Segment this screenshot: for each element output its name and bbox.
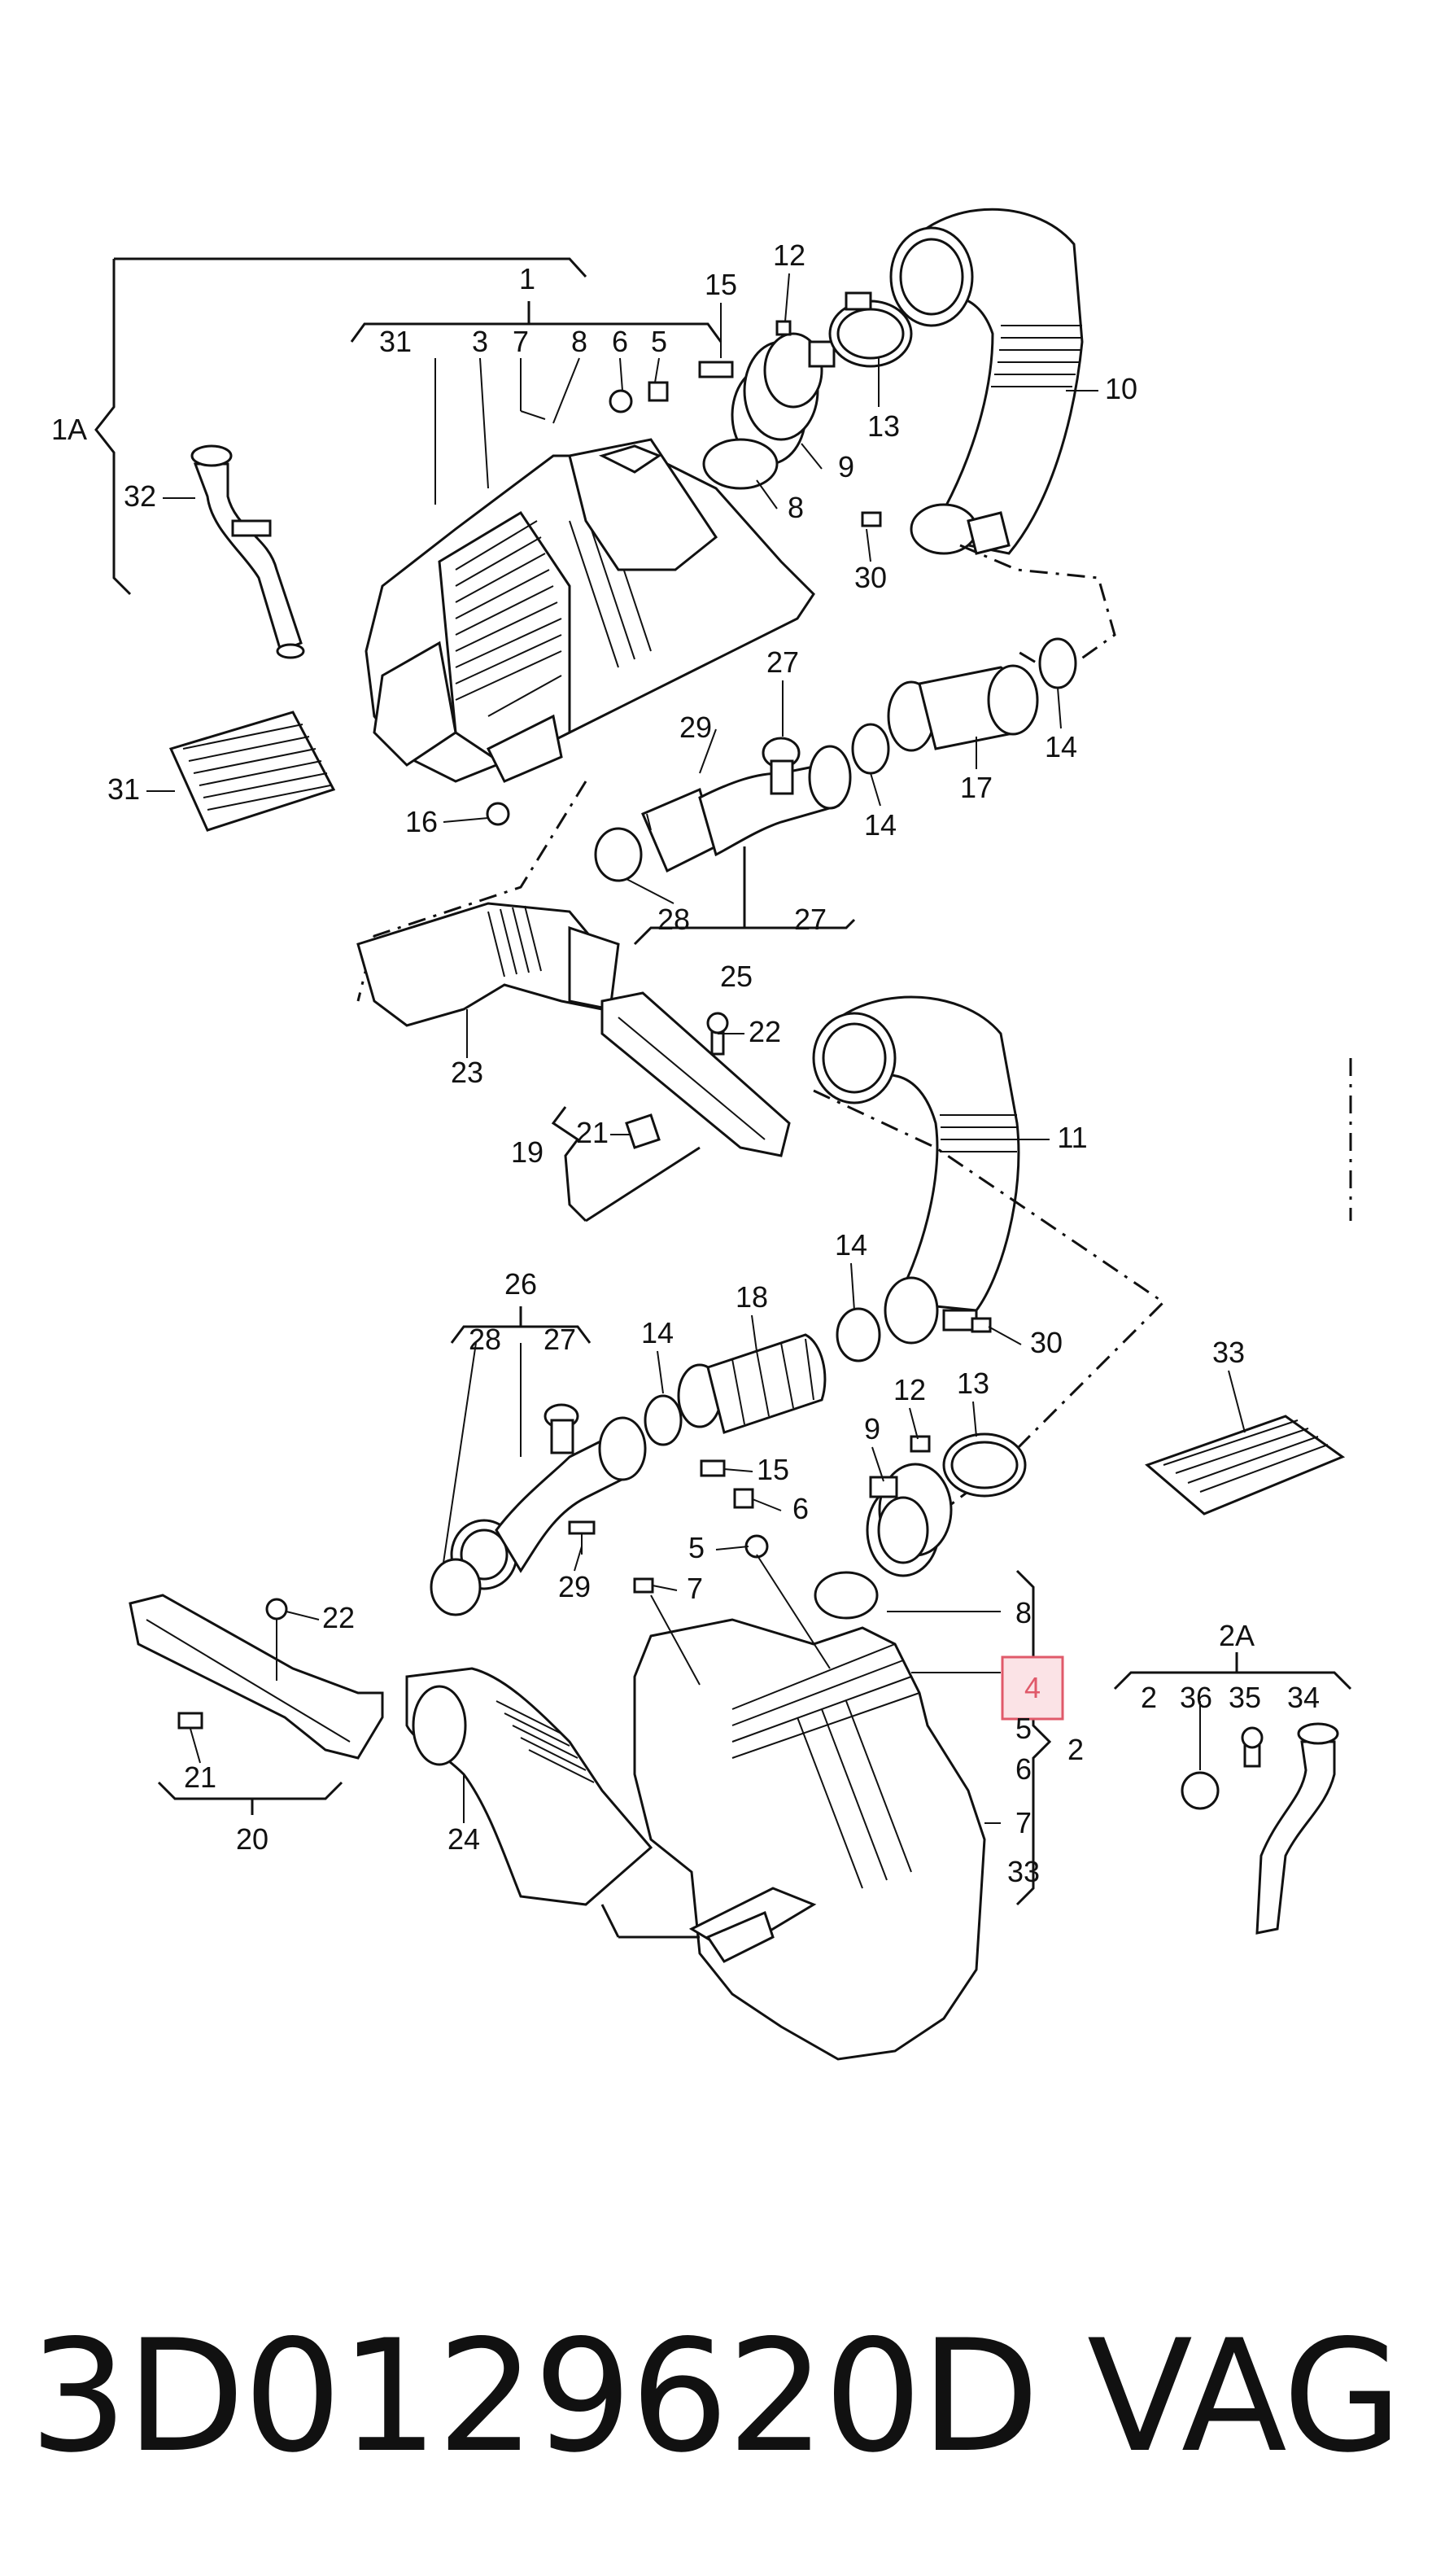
callout-15: 15 [705,268,737,301]
callout-26: 26 [504,1267,537,1301]
callout-24: 24 [447,1822,480,1856]
callout-8: 8 [571,325,587,358]
callout-18: 18 [736,1280,768,1314]
callout-32: 32 [124,479,156,513]
callout-8: 8 [1015,1596,1032,1629]
air-filter-housing-lower [600,1618,986,2061]
callout-9: 9 [864,1412,880,1445]
callout-11: 11 [1057,1121,1087,1154]
filter-element-upper [168,711,336,832]
callout-36: 36 [1180,1681,1212,1714]
callout-2A: 2A [1219,1619,1255,1652]
intake-pipe-upper [889,208,1084,555]
intake-duct-23 [356,902,620,1027]
callout-14: 14 [864,808,897,842]
callout-5: 5 [688,1531,705,1564]
callout-13: 13 [957,1367,989,1400]
callout-27: 27 [766,645,799,679]
callout-12: 12 [893,1373,926,1406]
callout-6: 6 [1015,1752,1032,1786]
callout-34: 34 [1287,1681,1320,1714]
callout-22: 22 [322,1601,355,1634]
callout-13: 13 [867,409,900,443]
callout-9: 9 [838,450,854,483]
leader-lines [146,273,1246,1823]
breather-hose-upper [190,444,305,659]
callout-12: 12 [773,238,805,272]
pipe-assembly-25 [594,637,1077,946]
callout-labels: 1 1A 31 3 7 8 6 5 15 12 13 9 8 10 30 32 … [51,238,1320,1888]
callout-1A: 1A [51,413,87,446]
callout-2: 2 [1067,1733,1084,1766]
callout-17: 17 [960,771,993,804]
callout-16: 16 [405,805,438,838]
callout-22: 22 [749,1015,781,1048]
brand-label: VAG [1087,2307,1403,2486]
callout-29: 29 [558,1570,591,1603]
callout-5: 5 [651,325,667,358]
callout-28: 28 [657,903,690,936]
callout-3: 3 [472,325,488,358]
pipe-assembly-26 [430,1306,881,1616]
callout-1: 1 [519,262,535,295]
air-mass-meter-lower [814,1432,1027,1620]
upper-fasteners [486,320,882,826]
callout-2: 2 [1141,1681,1157,1714]
hose-clamp-upper [828,291,913,368]
callout-21: 21 [184,1760,216,1794]
air-mass-meter-upper [702,332,836,490]
part-number-label: 3D0129620D [29,2307,1040,2486]
highlight-box [1001,1655,1064,1721]
callout-7: 7 [1015,1806,1032,1839]
callout-6: 6 [612,325,628,358]
bracket-group-2A [1113,1652,1352,1935]
callout-15: 15 [757,1453,789,1486]
callout-23: 23 [451,1056,483,1089]
callout-25: 25 [720,960,753,993]
callout-29: 29 [679,711,712,744]
air-filter-housing-upper [365,438,815,783]
callout-19: 19 [511,1135,544,1169]
callout-27: 27 [794,903,827,936]
callout-33: 33 [1212,1336,1245,1369]
dash-guides-middle [813,1058,1352,1548]
callout-14: 14 [641,1316,674,1349]
callout-6: 6 [792,1492,809,1525]
callout-7: 7 [687,1572,703,1605]
callout-31: 31 [379,325,412,358]
callout-35: 35 [1229,1681,1261,1714]
bracket-group-1 [94,257,722,596]
callout-20: 20 [236,1822,268,1856]
bracket-group-2 [887,1569,1052,1906]
intake-duct-24 [405,1667,653,1906]
callout-28: 28 [469,1323,501,1356]
intake-pipe-middle [812,995,1020,1345]
filter-element-right [1145,1415,1346,1515]
callout-30: 30 [1030,1326,1063,1359]
callout-31: 31 [107,772,140,806]
callout-8: 8 [788,491,804,524]
callout-14: 14 [835,1228,867,1262]
callout-33: 33 [1007,1855,1040,1888]
callout-4-highlighted: 4 [1024,1671,1041,1704]
callout-14: 14 [1045,730,1077,763]
bracket-20 [129,1594,384,1815]
bracket-19 [551,991,791,1222]
callout-27: 27 [544,1323,576,1356]
callout-30: 30 [854,561,887,594]
callout-5: 5 [1015,1712,1032,1745]
callout-21: 21 [576,1116,609,1149]
callout-7: 7 [513,325,529,358]
callout-10: 10 [1105,372,1137,405]
